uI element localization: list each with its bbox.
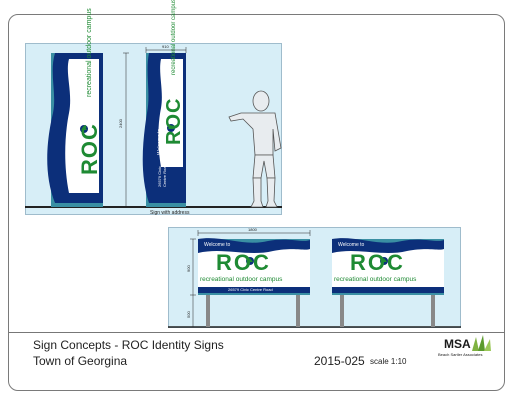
sign-welcome-text: Welcome to: [204, 242, 231, 248]
scale-label: scale 1:10: [370, 357, 407, 366]
firm-logo: MSA Beach Sartler Associates: [436, 335, 496, 371]
dimension-width-label: 910: [162, 44, 169, 49]
sign-welcome-text: Welcome to: [338, 242, 365, 248]
sign-logo-text: ROC: [163, 97, 185, 145]
sign-logo-text: ROC: [350, 250, 405, 275]
horizontal-sign-right: [332, 238, 444, 327]
client-name: Town of Georgina: [33, 354, 128, 368]
sign-tagline-text: recreational outdoor campus: [86, 8, 93, 97]
dimension-height-label: 2400: [118, 119, 123, 128]
sign-tagline-text: recreational outdoor campus: [334, 276, 417, 283]
leaf-icon: [472, 335, 491, 351]
vertical-sign-left: [47, 53, 103, 207]
dimension-height-label: 900: [186, 265, 191, 272]
firm-abbrev: MSA: [444, 337, 471, 351]
sign-logo-text: ROC: [77, 123, 102, 175]
horizontal-sign-left: [198, 238, 310, 327]
sign-tagline-text: recreational outdoor campus: [200, 276, 283, 283]
vertical-sign-left-texts: Welcome to ROC recreational outdoor camp…: [69, 8, 102, 193]
drawing-title: Sign Concepts - ROC Identity Signs: [33, 338, 224, 352]
sign-address-text: 26579 Civic Centre Road: [228, 287, 273, 292]
dimension-width-label: 1800: [248, 227, 257, 232]
dimension-post-label: 500: [186, 311, 191, 318]
horizontal-sign-elevation: [168, 230, 461, 328]
project-number: 2015-025: [314, 354, 365, 368]
human-scale-figure: [228, 90, 282, 208]
vertical-sign-right-texts: 26579 Civic Centre Road Welcome to ROC r…: [157, 0, 191, 193]
vertical-sign-elevation: [25, 47, 282, 208]
vertical-sign-right: [142, 53, 186, 207]
vertical-elevation-caption: Sign with address: [150, 210, 190, 216]
firm-name: Beach Sartler Associates: [438, 352, 483, 357]
sign-logo-text: ROC: [216, 250, 271, 275]
sign-tagline-text: recreational outdoor campus: [171, 0, 177, 75]
sign-address-line2: Centre Road: [162, 164, 167, 187]
title-block-divider: [9, 332, 505, 333]
